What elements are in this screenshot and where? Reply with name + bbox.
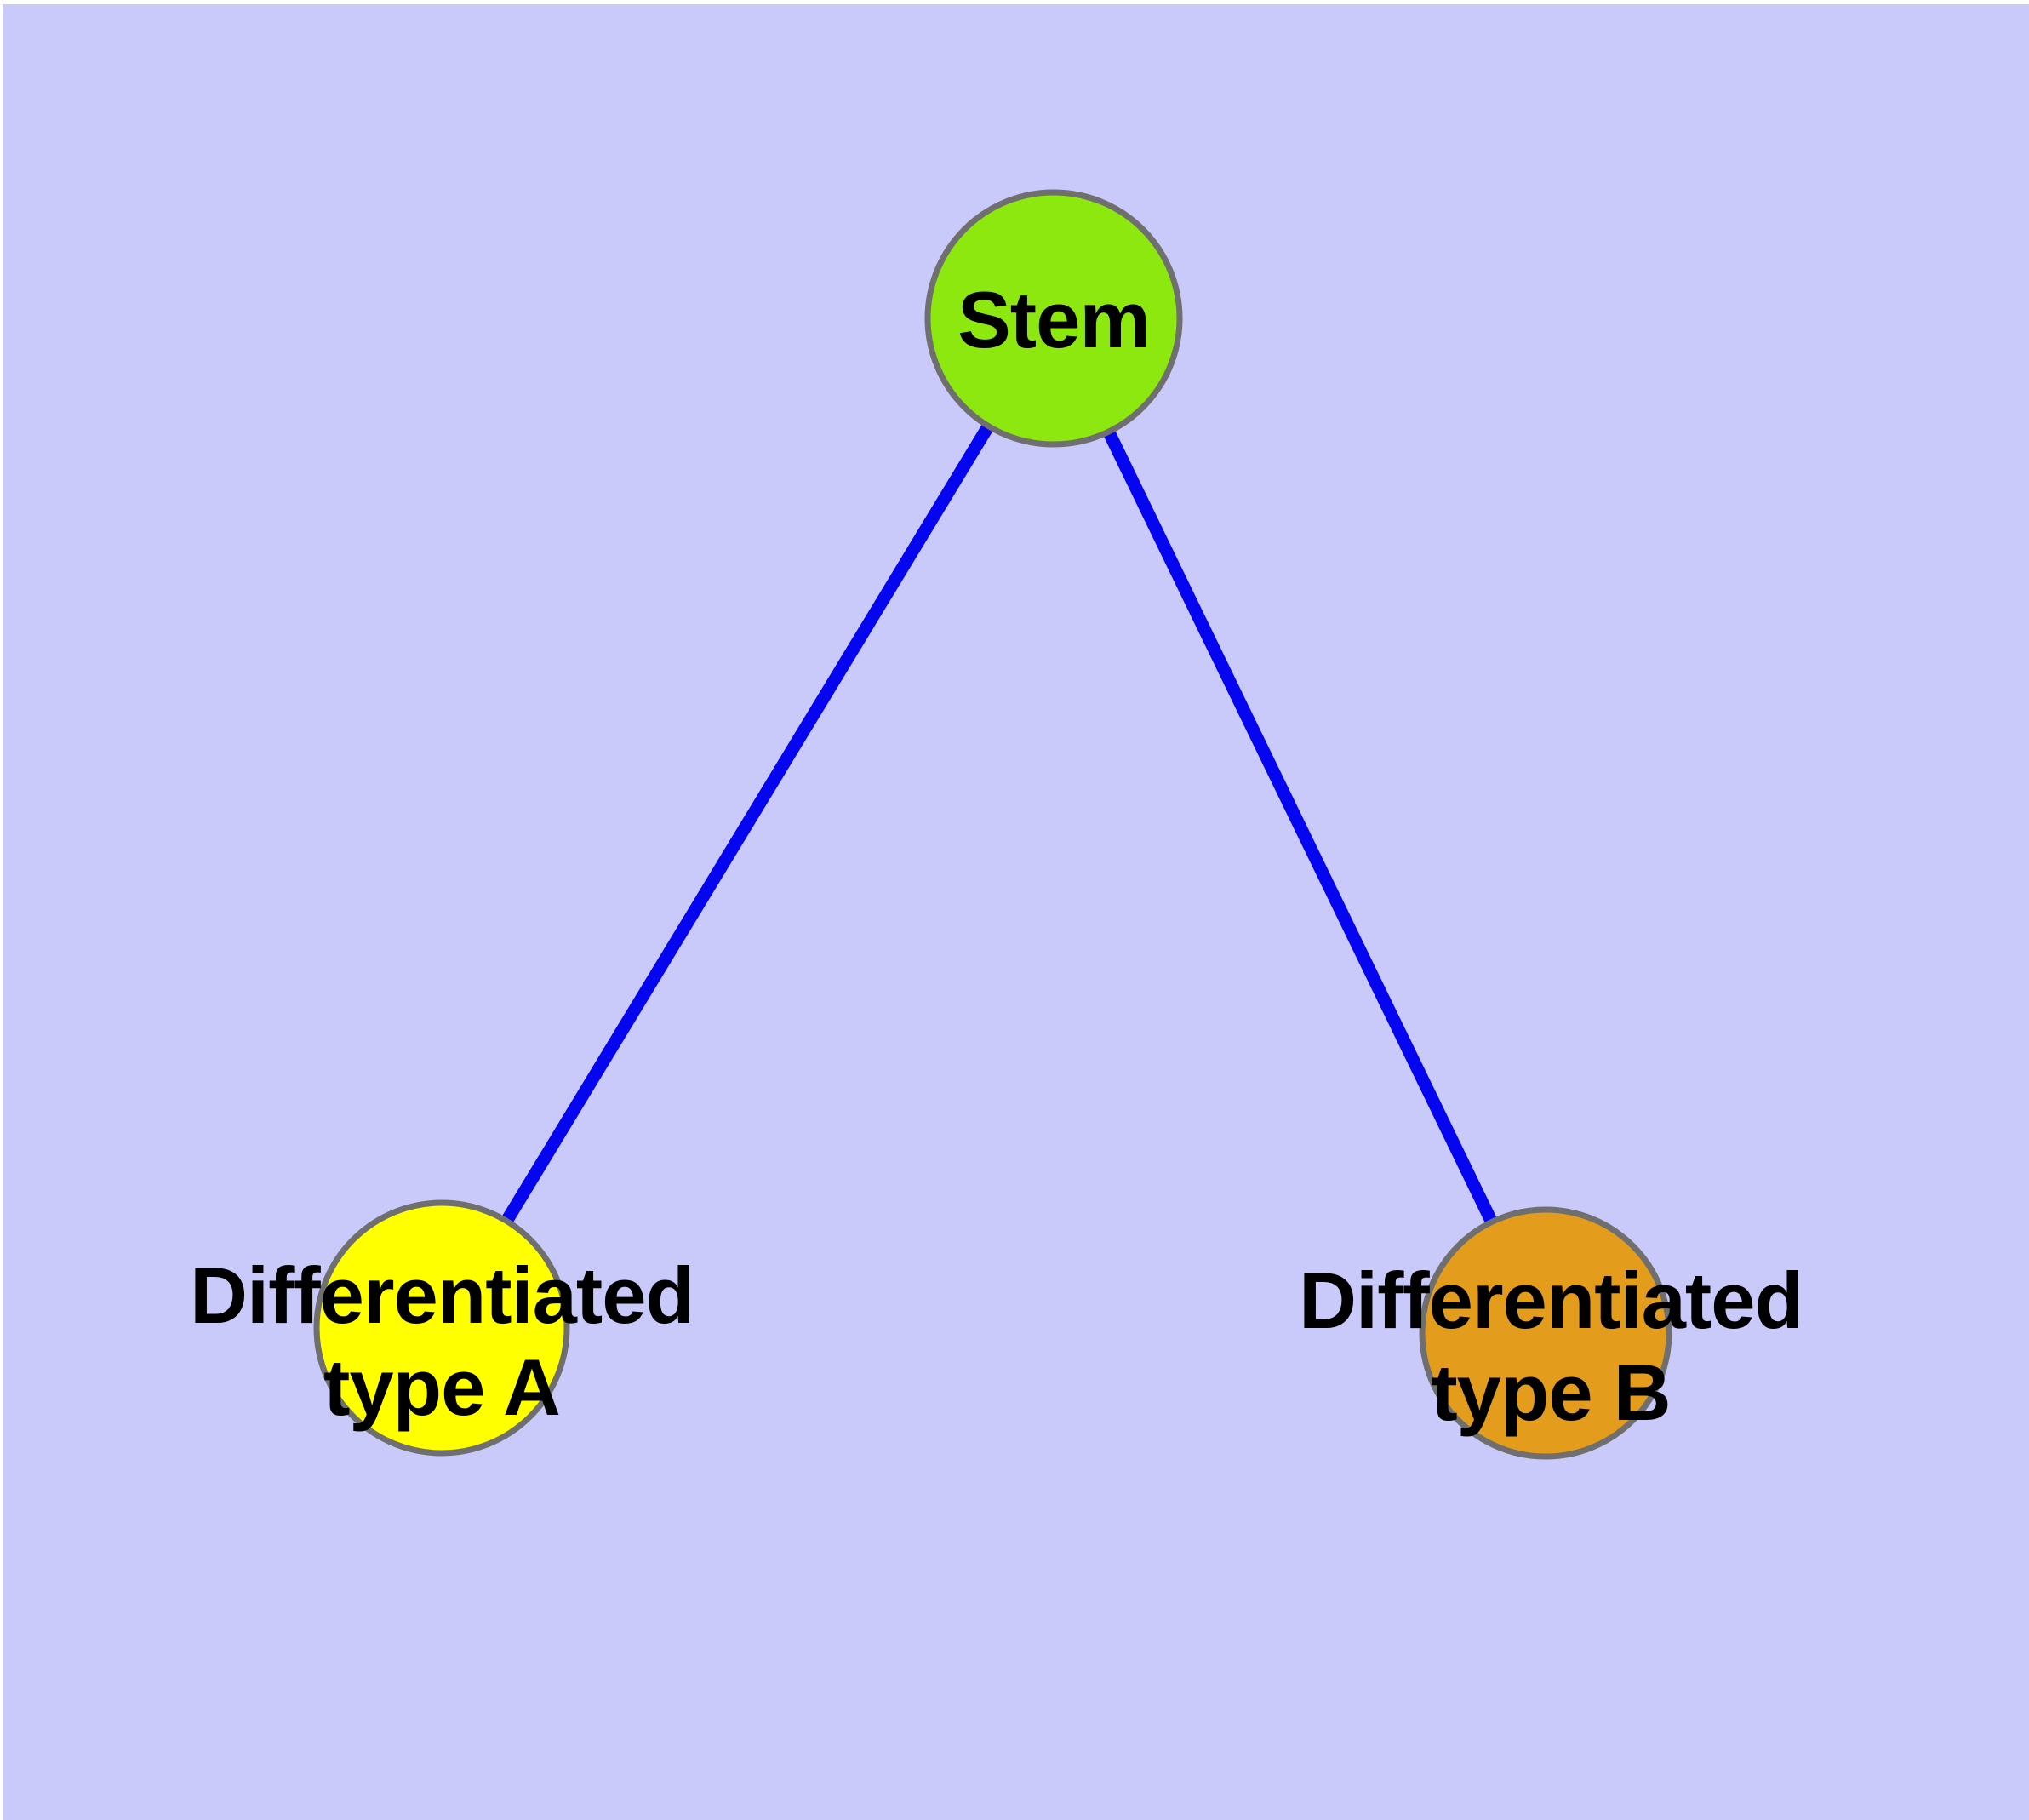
differentiated-type-b-node-label: Differentiated type B bbox=[1299, 1256, 1803, 1437]
stem-node-circle bbox=[924, 189, 1183, 448]
edge-stem-to-type-b bbox=[1048, 315, 1552, 1336]
differentiated-type-b-node-circle bbox=[1419, 1206, 1672, 1460]
stem-node-label: Stem bbox=[957, 275, 1151, 364]
edge-stem-to-type-a bbox=[436, 315, 1060, 1331]
differentiated-type-a-node-circle bbox=[313, 1199, 570, 1457]
differentiated-type-a-node-label: Differentiated type A bbox=[190, 1251, 694, 1432]
